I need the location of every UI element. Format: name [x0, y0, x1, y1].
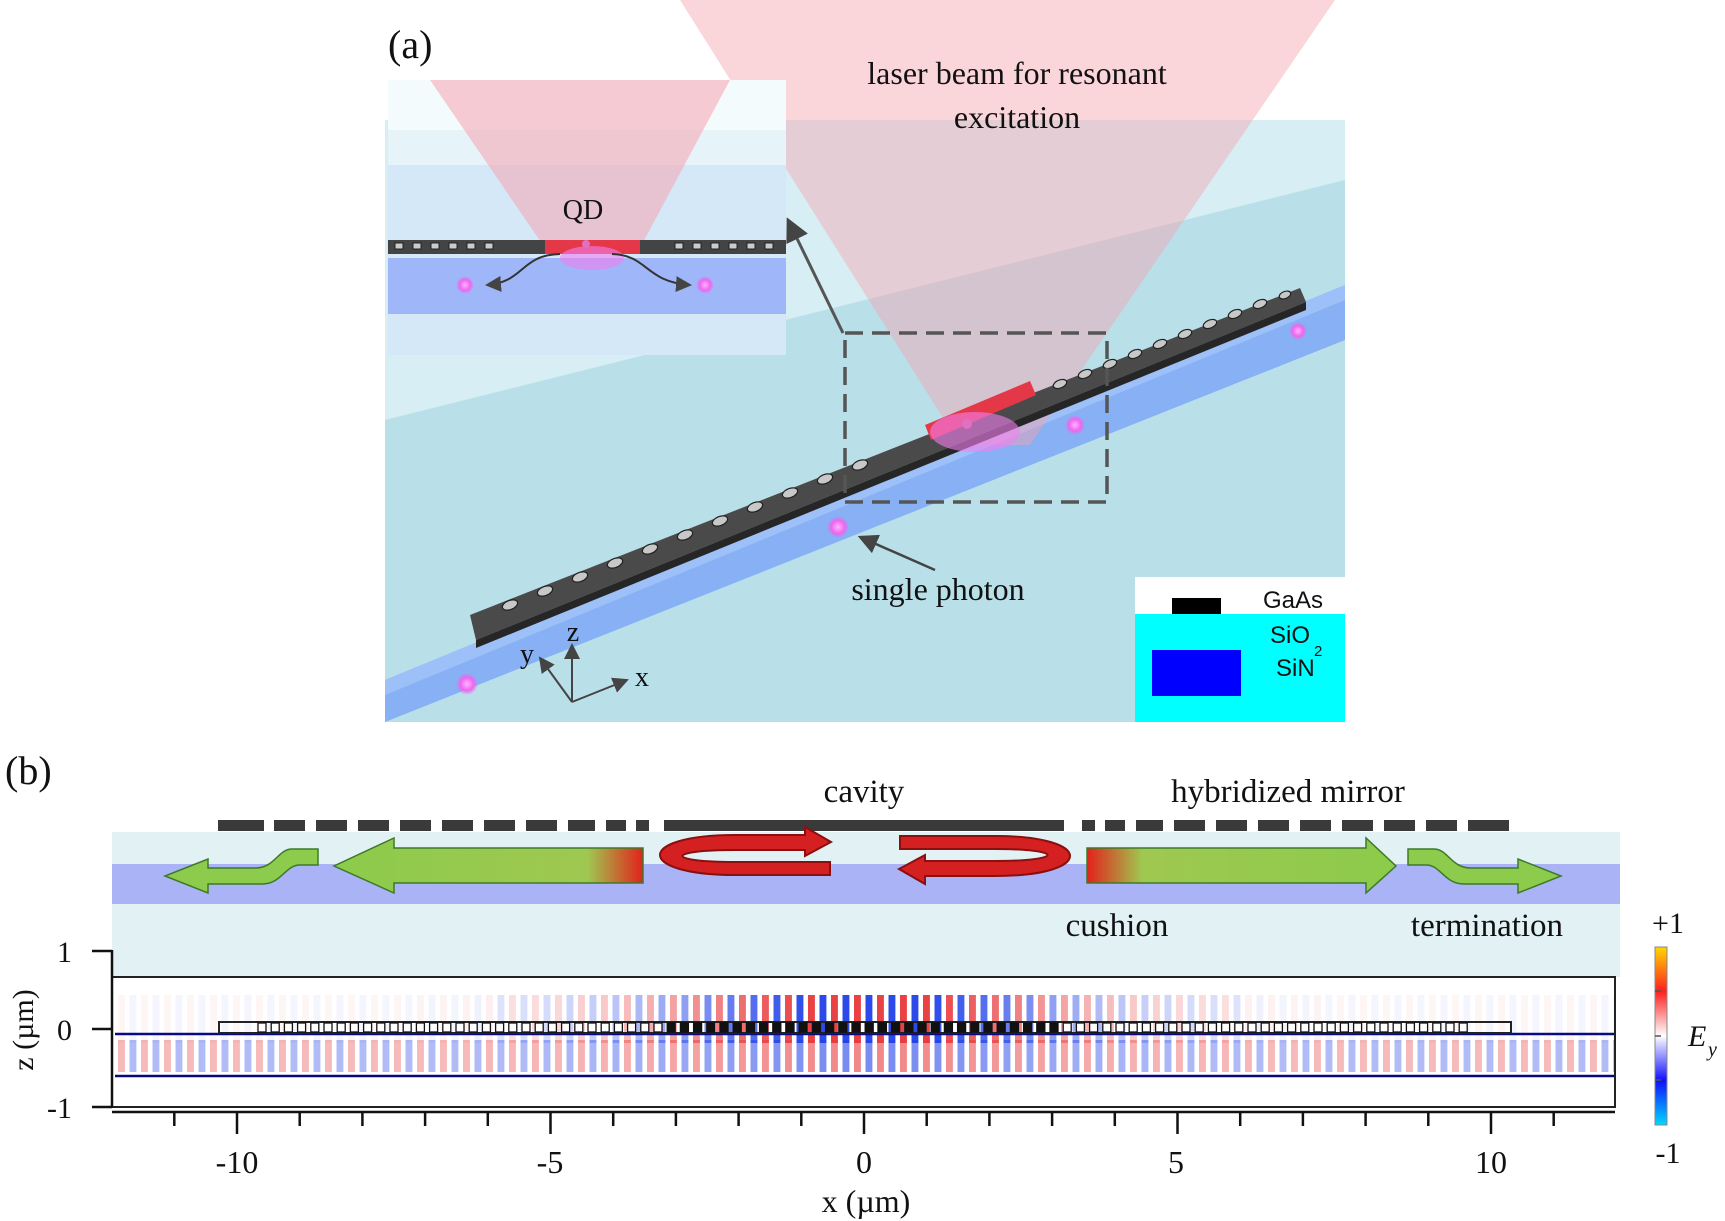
- legend-gaas: GaAs: [1263, 587, 1323, 614]
- photon-dot: [1065, 415, 1085, 435]
- field-holes: [257, 1022, 1468, 1033]
- legend-sio2-subscript: 2: [1314, 643, 1322, 660]
- cavity-circulation-arrows: [659, 825, 1071, 886]
- x-axis-title: x (µm): [822, 1183, 911, 1219]
- gaas-nanobeam: [470, 288, 1306, 640]
- material-legend: GaAs SiO 2 SiN: [1135, 577, 1345, 722]
- quantum-dot-marker: [962, 419, 972, 429]
- laser-beam-large: [680, 0, 1335, 445]
- gaas-swatch: [1172, 598, 1221, 614]
- laser-label-line1: laser beam for resonant: [867, 55, 1167, 91]
- coordinate-axes: [538, 643, 629, 703]
- inset-holes: [394, 242, 774, 250]
- inset-focus-glow: [560, 246, 624, 270]
- colorbar-max-label: +1: [1652, 907, 1684, 940]
- field-stripes: [118, 995, 1615, 1072]
- qd-label: QD: [563, 195, 603, 226]
- photon-dot: [827, 516, 849, 538]
- panel-a-label: (a): [388, 22, 432, 67]
- colorbar-min-label: -1: [1656, 1137, 1681, 1170]
- photon-dot: [456, 673, 478, 695]
- axis-y-label: y: [520, 639, 534, 670]
- legend-sin: SiN: [1276, 655, 1315, 682]
- z-tick-label: -1: [47, 1092, 72, 1125]
- z-axis: [92, 949, 114, 1109]
- segmented-nanobeam: [218, 820, 1509, 831]
- single-photon-label: single photon: [851, 571, 1024, 607]
- x-axis-ticks: [173, 1112, 1555, 1134]
- field-map: [115, 983, 1615, 1107]
- inset-emission-arrow-right: [611, 253, 692, 293]
- inset-quantum-dot: [582, 240, 590, 248]
- single-photon-pointer: [857, 534, 936, 572]
- x-tick-label: 10: [1475, 1144, 1507, 1180]
- z-tick-label: 1: [57, 936, 72, 969]
- propagation-arrow-left: [332, 836, 644, 895]
- colorbar-quantity-subscript: y: [1706, 1039, 1717, 1061]
- panel-b-label: (b): [5, 748, 52, 793]
- cushion-label: cushion: [1066, 908, 1169, 944]
- schematic-background: [112, 832, 1620, 977]
- termination-arrow-right: [1407, 848, 1564, 895]
- termination-label: termination: [1411, 908, 1563, 944]
- x-tick-label: 0: [856, 1144, 872, 1180]
- hybridized-mirror-label: hybridized mirror: [1171, 774, 1405, 810]
- cavity-label: cavity: [824, 774, 905, 810]
- schematic-sin-band: [112, 864, 1620, 904]
- termination-arrow-left: [162, 848, 319, 895]
- nanobeam-holes: [501, 290, 1292, 611]
- inset-photon-dot: [456, 276, 474, 294]
- cavity-segment: [664, 820, 1064, 831]
- nanobeam-outline: [218, 1021, 1512, 1034]
- gaas-nanobeam-side: [476, 302, 1306, 648]
- sin-swatch: [1152, 650, 1241, 696]
- inset-photon-dot: [696, 276, 714, 294]
- colorbar-quantity-label: E: [1687, 1020, 1706, 1053]
- legend-sio2: SiO: [1270, 622, 1310, 649]
- x-tick-label: 5: [1168, 1144, 1184, 1180]
- colorbar-ticks: [1655, 990, 1661, 1081]
- axis-x-label: x: [635, 662, 649, 693]
- z-axis-title: z (µm): [7, 989, 40, 1070]
- propagation-arrow-right: [1086, 836, 1398, 895]
- laser-label-line2: excitation: [954, 99, 1080, 135]
- z-tick-label: 0: [57, 1014, 72, 1047]
- zoom-callout-line: [786, 217, 845, 334]
- x-tick-label: -10: [216, 1144, 259, 1180]
- x-tick-label: -5: [537, 1144, 564, 1180]
- axis-z-label: z: [567, 617, 579, 648]
- inset: [388, 80, 786, 355]
- photon-dot: [1289, 322, 1307, 340]
- panel-a: QD (a) laser beam for resonant excitatio…: [385, 0, 1345, 722]
- laser-focus-glow: [930, 412, 1020, 452]
- panel-b: (b) cavity: [5, 748, 1717, 1219]
- inset-emission-arrow-left: [485, 253, 561, 292]
- inset-laser-beam: [430, 80, 730, 248]
